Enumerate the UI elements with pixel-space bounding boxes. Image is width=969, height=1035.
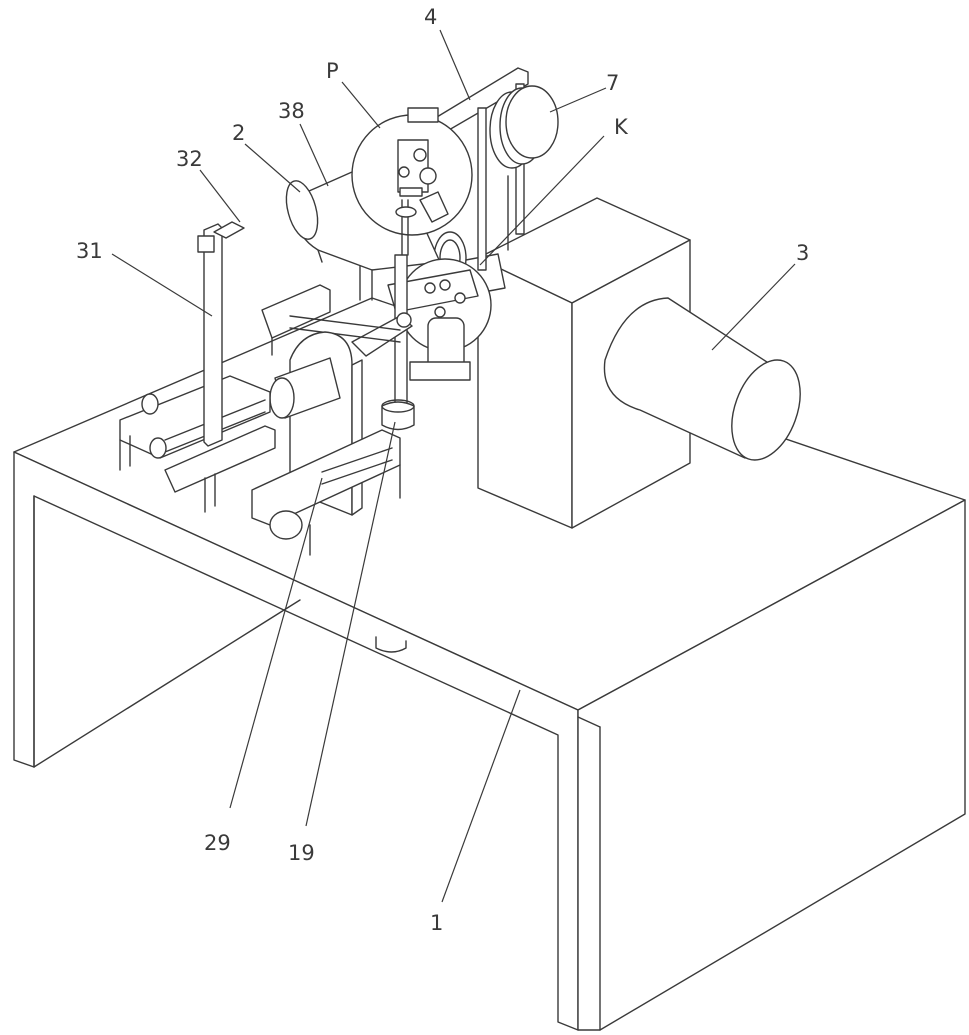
leader-3	[712, 264, 795, 350]
label-4: 4	[424, 5, 437, 29]
label-38: 38	[278, 99, 305, 123]
leader-31	[112, 254, 212, 316]
leader-P	[342, 82, 380, 128]
label-7: 7	[606, 71, 619, 95]
label-19: 19	[288, 841, 315, 865]
label-K: K	[614, 115, 629, 139]
leader-1	[442, 690, 520, 902]
leader-4	[440, 30, 470, 100]
motor-box-front	[478, 258, 572, 528]
leader-38	[300, 124, 328, 186]
label-P: P	[326, 59, 339, 83]
label-32: 32	[176, 147, 203, 171]
leader-7	[550, 88, 606, 112]
label-1: 1	[430, 911, 443, 935]
label-31: 31	[76, 239, 103, 263]
label-2: 2	[232, 121, 245, 145]
leader-2	[245, 144, 300, 192]
leader-32	[200, 170, 240, 222]
pulley-7	[490, 86, 558, 168]
label-29: 29	[204, 831, 231, 855]
label-3: 3	[796, 241, 809, 265]
